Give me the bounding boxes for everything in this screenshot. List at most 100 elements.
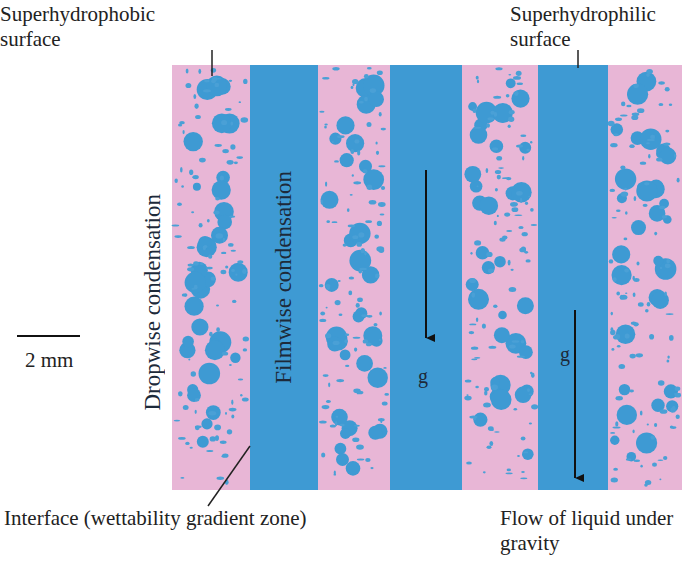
- small-droplet: [517, 455, 520, 457]
- droplet: [619, 384, 630, 395]
- small-droplet: [674, 154, 676, 158]
- droplet: [229, 263, 248, 282]
- small-droplet: [640, 162, 646, 165]
- small-droplet: [613, 335, 620, 340]
- surface-label: Superhydrophilic surface: [510, 2, 685, 52]
- droplet: [636, 432, 657, 453]
- small-droplet: [626, 458, 632, 460]
- small-droplet: [217, 477, 225, 480]
- small-droplet: [352, 438, 359, 443]
- small-droplet: [231, 122, 234, 126]
- small-droplet: [626, 105, 631, 108]
- small-droplet: [227, 160, 234, 165]
- small-droplet: [353, 181, 361, 184]
- small-droplet: [524, 251, 528, 254]
- small-droplet: [492, 147, 498, 150]
- droplet: [346, 134, 364, 152]
- small-droplet: [174, 420, 180, 422]
- small-droplet: [354, 348, 357, 352]
- small-droplet: [352, 79, 358, 84]
- small-droplet: [634, 196, 637, 201]
- small-droplet: [494, 431, 500, 433]
- small-droplet: [188, 358, 190, 360]
- small-droplet: [222, 454, 228, 458]
- small-droplet: [520, 198, 522, 203]
- droplet: [230, 353, 240, 363]
- small-droplet: [195, 410, 197, 414]
- small-droplet: [516, 144, 523, 147]
- small-droplet: [640, 411, 643, 416]
- droplet: [346, 461, 361, 476]
- small-droplet: [242, 397, 249, 401]
- small-droplet: [506, 473, 513, 475]
- small-droplet: [338, 280, 341, 282]
- small-droplet: [181, 185, 184, 187]
- small-droplet: [220, 441, 227, 444]
- droplet: [182, 336, 194, 348]
- small-droplet: [491, 385, 498, 391]
- small-droplet: [609, 259, 613, 263]
- small-droplet: [354, 425, 360, 427]
- small-droplet: [361, 248, 365, 253]
- small-droplet: [529, 422, 532, 424]
- small-droplet: [186, 83, 192, 88]
- small-droplet: [335, 300, 341, 305]
- small-droplet: [243, 336, 249, 341]
- small-droplet: [613, 133, 618, 136]
- small-droplet: [508, 260, 511, 266]
- small-droplet: [178, 124, 182, 127]
- small-droplet: [357, 297, 363, 302]
- small-droplet: [658, 380, 665, 386]
- small-droplet: [222, 149, 229, 153]
- small-droplet: [378, 202, 386, 207]
- small-droplet: [516, 191, 523, 196]
- small-droplet: [616, 210, 621, 213]
- small-droplet: [672, 406, 676, 411]
- droplet: [327, 337, 342, 352]
- small-droplet: [187, 246, 195, 249]
- small-droplet: [474, 240, 481, 245]
- droplet: [206, 405, 221, 420]
- small-droplet: [498, 167, 504, 169]
- small-droplet: [612, 217, 617, 219]
- droplet: [615, 168, 636, 189]
- droplet: [356, 355, 373, 372]
- small-droplet: [215, 144, 222, 147]
- band-title: Filmwise condensation: [271, 171, 297, 384]
- small-droplet: [216, 327, 220, 332]
- small-droplet: [521, 437, 526, 441]
- small-droplet: [643, 204, 648, 207]
- small-droplet: [611, 348, 614, 351]
- small-droplet: [482, 324, 486, 329]
- small-droplet: [470, 252, 472, 255]
- small-droplet: [671, 426, 677, 429]
- small-droplet: [213, 210, 219, 214]
- small-droplet: [357, 458, 364, 460]
- small-droplet: [514, 408, 518, 411]
- small-droplet: [520, 135, 526, 138]
- small-droplet: [381, 186, 385, 190]
- small-droplet: [493, 305, 497, 308]
- small-droplet: [214, 83, 219, 88]
- small-droplet: [662, 215, 667, 219]
- small-droplet: [665, 130, 669, 133]
- small-droplet: [180, 167, 183, 172]
- small-droplet: [473, 418, 476, 420]
- small-droplet: [379, 112, 382, 116]
- droplet: [340, 153, 354, 167]
- small-droplet: [466, 462, 472, 465]
- small-droplet: [502, 236, 507, 240]
- small-droplet: [487, 446, 492, 449]
- small-droplet: [195, 115, 201, 119]
- small-droplet: [221, 120, 227, 125]
- small-droplet: [221, 270, 227, 274]
- small-droplet: [615, 421, 618, 426]
- small-droplet: [210, 436, 216, 441]
- small-droplet: [344, 339, 347, 343]
- small-droplet: [348, 291, 352, 296]
- small-droplet: [647, 139, 655, 141]
- droplet: [631, 220, 646, 235]
- small-droplet: [334, 471, 336, 476]
- small-droplet: [517, 356, 525, 358]
- small-droplet: [487, 117, 494, 120]
